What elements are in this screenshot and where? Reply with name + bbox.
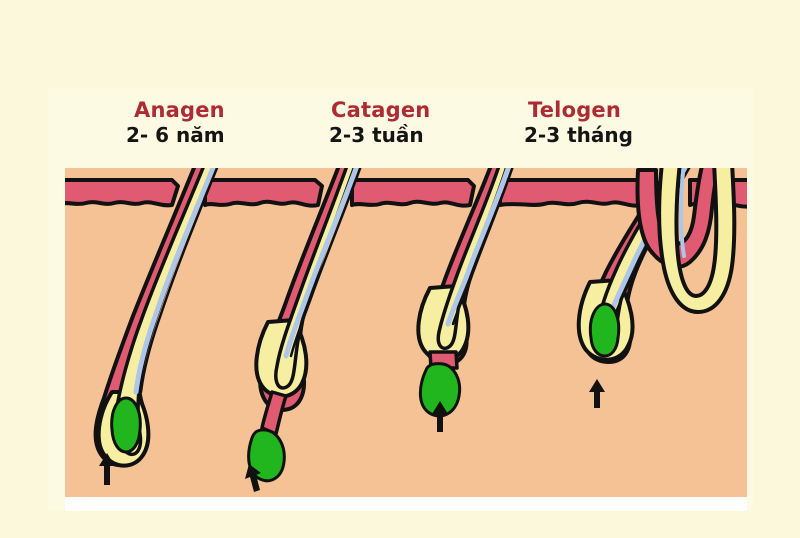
stage-label-telogen: Telogen 2-3 tháng	[524, 98, 633, 148]
stage-label-anagen: Anagen 2- 6 năm	[126, 98, 225, 148]
stage-labels: Anagen 2- 6 năm Catagen 2-3 tuần Telogen…	[48, 88, 753, 168]
dermal-papilla-telogen	[418, 362, 462, 418]
epidermis-layer	[65, 178, 747, 209]
follicle-exogen-shed	[635, 168, 737, 314]
stage-name-telogen: Telogen	[528, 98, 622, 122]
arrow-telogen	[432, 401, 448, 432]
stage-duration-telogen: 2-3 tháng	[524, 123, 633, 147]
follicle-telogen	[416, 168, 514, 432]
stage-label-catagen: Catagen 2-3 tuần	[329, 98, 431, 148]
dermal-papilla-anagen	[110, 396, 142, 454]
panel-bottom-strip	[65, 497, 747, 511]
dermal-papilla-new-anagen	[588, 302, 621, 358]
stage-name-anagen: Anagen	[134, 98, 225, 122]
stage-duration-catagen: 2-3 tuần	[329, 123, 424, 147]
follicle-anagen	[93, 168, 219, 485]
arrow-anagen	[99, 453, 115, 485]
arrow-catagen	[245, 464, 261, 492]
arrow-new-anagen	[589, 379, 605, 408]
follicle-catagen	[245, 168, 362, 492]
stage-duration-anagen: 2- 6 năm	[126, 123, 225, 147]
stage-name-catagen: Catagen	[331, 98, 431, 122]
